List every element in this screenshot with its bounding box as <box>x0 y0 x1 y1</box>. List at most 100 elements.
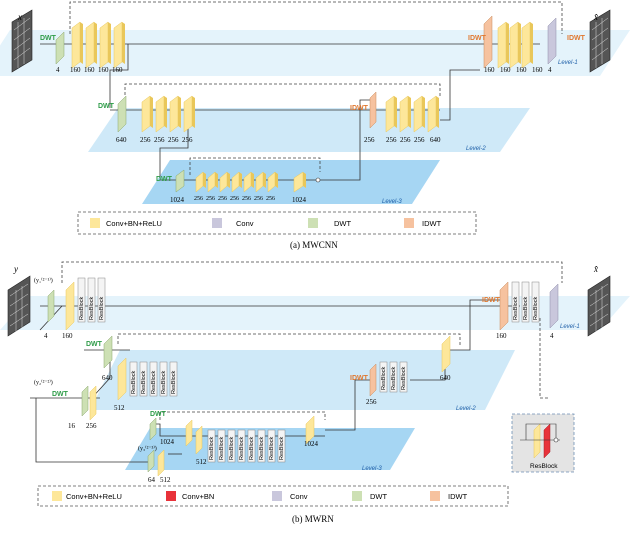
a-l3-conv-5 <box>255 171 266 193</box>
mwcnn-caption: (a) MWCNN <box>290 240 338 250</box>
b-num-160: 160 <box>62 332 73 340</box>
a-l1-dec-num-3: 160 <box>532 66 543 74</box>
mwcnn-legend: Conv+BN+ReLU Conv DWT IDWT <box>77 211 477 235</box>
a-l1-dec-num-4: 4 <box>548 66 552 74</box>
b-l2-enc-resblock-label-4: ResBlock <box>171 371 177 394</box>
b-l1-enc-resblock-1 <box>87 277 96 323</box>
a-l3-num-7: 256 <box>266 196 275 202</box>
b-num-640b: 640 <box>440 374 451 382</box>
a-l3-sum-node <box>315 177 321 183</box>
b-l2-dec-resblock-label-1: ResBlock <box>391 367 397 390</box>
l1-dwt-label: DWT <box>40 35 57 42</box>
a-l2-dec-conv-2 <box>413 95 425 133</box>
a-l2-enc-conv-0 <box>141 95 153 133</box>
b-num-512b: 512 <box>196 458 207 466</box>
b-l2-dec-resblock-1 <box>389 361 398 393</box>
a-l2-dec-num-4: 640 <box>430 136 441 144</box>
b-l2-conv-block-2 <box>89 385 97 421</box>
a-l1-dec-num-1: 160 <box>500 66 511 74</box>
l3-dwt-block <box>175 169 185 193</box>
legend-b-dwt-swatch <box>352 491 362 501</box>
b-l2-dwt-block <box>103 335 113 369</box>
a-l3-conv-out <box>293 171 306 193</box>
l2-plane-b <box>90 350 515 410</box>
a-l3-conv-1 <box>207 171 218 193</box>
b-l2-enc-resblock-0 <box>129 361 138 397</box>
b-l2-dec-resblock-label-2: ResBlock <box>401 367 407 390</box>
a-l2-enc-num-2: 256 <box>154 136 165 144</box>
a-l1-enc-conv-2 <box>99 21 111 69</box>
level-3-label: Level-3 <box>382 199 402 205</box>
b-l2-out-conv <box>441 335 451 373</box>
b-num-160b: 160 <box>496 332 507 340</box>
a-l1-enc-num-0: 4 <box>56 66 60 74</box>
b-l3-resblock-label-3: ResBlock <box>239 437 245 460</box>
a-l3-num-5: 256 <box>242 196 251 202</box>
b-l3-resblock-label-0: ResBlock <box>209 437 215 460</box>
b-l3-resblock-label-5: ResBlock <box>259 437 265 460</box>
resblock-inset: ResBlock <box>511 413 575 473</box>
b-num-4b: 4 <box>550 332 554 340</box>
l3-dwt-label: DWT <box>156 176 173 183</box>
legend-dwt-label: DWT <box>334 219 351 228</box>
a-l2-dec-num-3: 256 <box>414 136 425 144</box>
b-l3-resblock-1 <box>217 429 226 463</box>
a-l2-enc-conv-1 <box>155 95 167 133</box>
a-l2-dec-conv-0 <box>385 95 397 133</box>
a-l3-conv-0 <box>195 171 206 193</box>
a-l1-enc-conv-1 <box>85 21 97 69</box>
b-l3-resblock-3 <box>237 429 246 463</box>
legend-dwt-swatch <box>308 218 318 228</box>
a-l3-num-6: 256 <box>254 196 263 202</box>
a-l1-enc-num-3: 160 <box>98 66 109 74</box>
a-l3-conv-2 <box>219 171 230 193</box>
input-label-b: y <box>13 264 18 274</box>
b-num-1024b: 1024 <box>304 440 319 448</box>
b-l3-out-conv <box>305 415 315 445</box>
b-l3-resblock-7 <box>277 429 286 463</box>
sub-image-2-label: (y₂⁽²⁻²⁾) <box>34 379 53 386</box>
b-num-512: 512 <box>114 404 125 412</box>
a-l2-enc-num-3: 256 <box>168 136 179 144</box>
l1-idwt-label: IDWT <box>468 35 487 42</box>
a-l2-dec-num-0: 256 <box>364 136 375 144</box>
b-l2-enc-resblock-1 <box>139 361 148 397</box>
b-num-512c: 512 <box>160 476 171 484</box>
a-l3-num-1: 256 <box>194 196 203 202</box>
a-l1-enc-num-4: 160 <box>112 66 123 74</box>
a-l3-num-4: 256 <box>230 196 239 202</box>
l2-idwt-label: IDWT <box>350 105 369 112</box>
a-l2-dec-num-1: 256 <box>386 136 397 144</box>
b-l2-enc-resblock-label-0: ResBlock <box>131 371 137 394</box>
output-label: x̂ <box>593 12 598 22</box>
a-l1-enc-conv-0 <box>71 21 83 69</box>
b-num-256b: 256 <box>86 422 97 430</box>
b-l1-dec-resblock-label-1: ResBlock <box>523 297 529 320</box>
b-l2-enc-resblock-label-2: ResBlock <box>151 371 157 394</box>
resblock-inset-label: ResBlock <box>530 463 558 470</box>
input-image-thumbnail-b <box>7 275 31 337</box>
l2-idwt-block <box>369 91 377 129</box>
b-l2-enc-resblock-4 <box>169 361 178 397</box>
a-l1-enc-num-1: 160 <box>70 66 81 74</box>
output-image-thumbnail-b <box>587 275 611 337</box>
l2-dwt-block <box>117 95 127 133</box>
b-l1-dec-resblock-0 <box>511 281 520 323</box>
b-l1-enc-resblock-label-2: ResBlock <box>99 297 105 320</box>
b-l2-dwt-label-2: DWT <box>52 391 69 398</box>
b-l2-enc-resblock-3 <box>159 361 168 397</box>
b-l1-idwt-label: IDWT <box>482 297 501 304</box>
b-l3-conv-c <box>157 449 165 477</box>
b-l3-resblock-4 <box>247 429 256 463</box>
level-2-plane <box>88 108 530 152</box>
mwrn-panel: y x̂ (y₁⁽²⁻¹⁾) (y₂⁽²⁻²⁾) (y₃⁽²⁻³⁾) ResBl… <box>0 261 630 524</box>
legend-conv-swatch <box>212 218 222 228</box>
l1-conv-block <box>547 17 557 65</box>
b-l3-resblock-label-2: ResBlock <box>229 437 235 460</box>
output-image-thumbnail <box>589 9 611 73</box>
b-l3-resblock-label-6: ResBlock <box>269 437 275 460</box>
b-l3-resblock-0 <box>207 429 216 463</box>
b-l3-conv-a <box>185 419 193 447</box>
